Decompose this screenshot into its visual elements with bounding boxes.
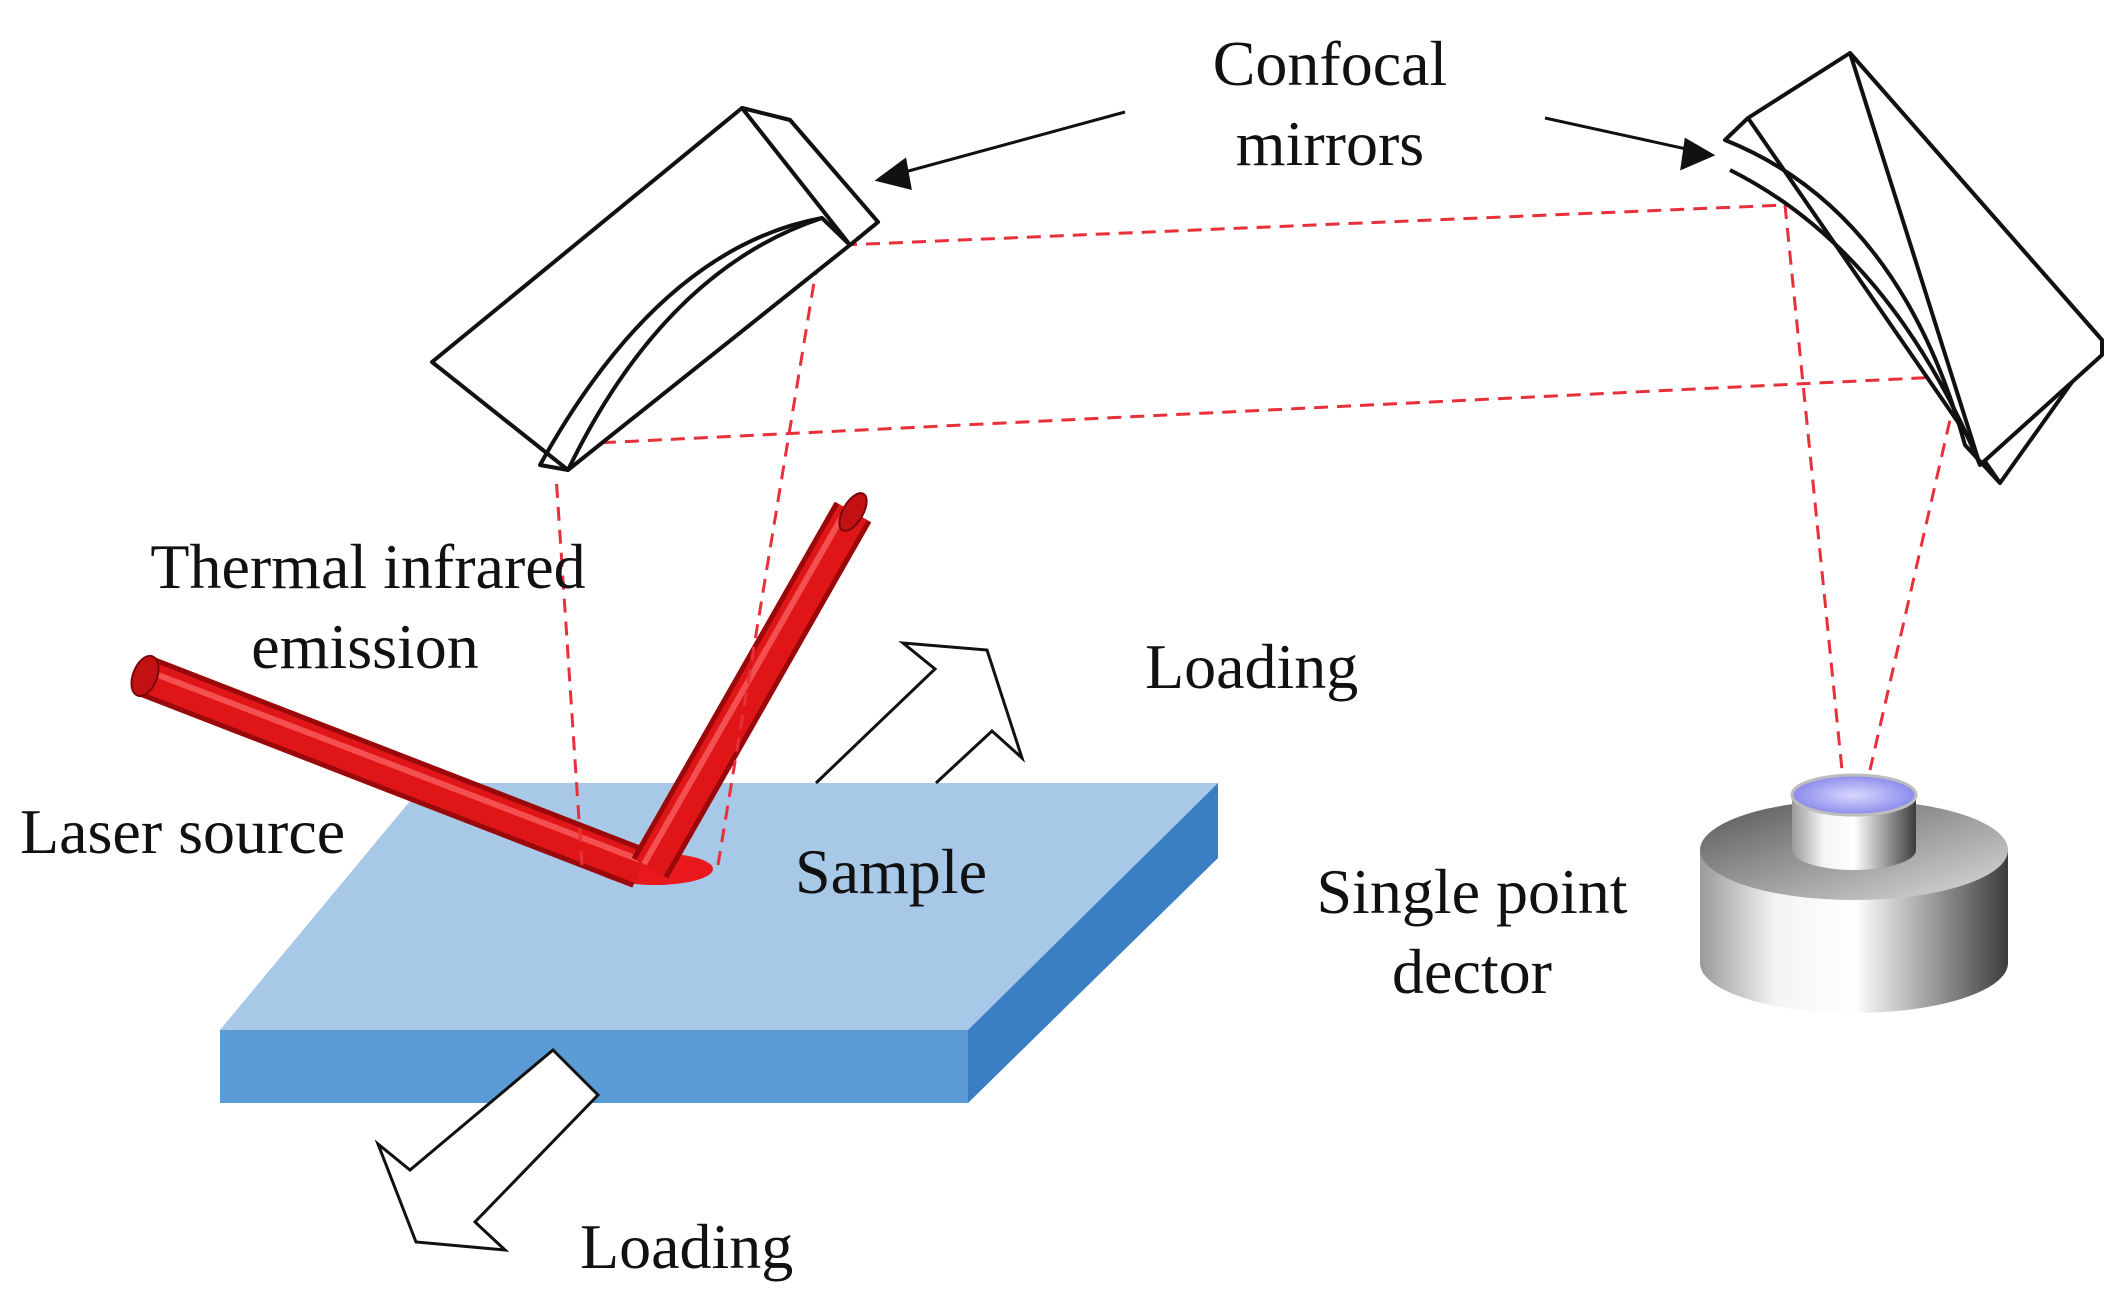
- mirror-pointer-arrows: [874, 110, 1716, 191]
- confocal-mirrors-label-line1: Confocal: [1212, 28, 1448, 99]
- single-point-detector: [1700, 773, 2008, 1013]
- sample-block: [220, 783, 1218, 1103]
- laser-source-beam: [130, 654, 648, 888]
- thermal-emission-beam: [631, 492, 872, 879]
- sample-front-face: [220, 1030, 968, 1103]
- left-confocal-mirror: [430, 106, 880, 472]
- sample-label: Sample: [795, 836, 987, 907]
- thermal-emission-label-line2: emission: [251, 611, 479, 682]
- loading-arrow-bottom: [374, 1047, 601, 1252]
- beam-path-dashed: [554, 203, 1962, 866]
- loading-arrow-top: [814, 641, 1026, 785]
- detector-label-line1: Single point: [1316, 856, 1628, 927]
- sample-side-face: [968, 783, 1218, 1103]
- loading-label-bottom: Loading: [580, 1211, 794, 1282]
- sample-top-face: [220, 783, 1218, 1030]
- confocal-mirrors-label-line2: mirrors: [1235, 108, 1425, 179]
- right-confocal-mirror: [1723, 51, 2104, 485]
- laser-source-label: Laser source: [20, 796, 346, 867]
- loading-label-top: Loading: [1145, 631, 1359, 702]
- detector-label-line2: dector: [1392, 936, 1552, 1007]
- thermal-emission-label-line1: Thermal infrared: [150, 531, 586, 602]
- detector-window: [1790, 773, 1918, 817]
